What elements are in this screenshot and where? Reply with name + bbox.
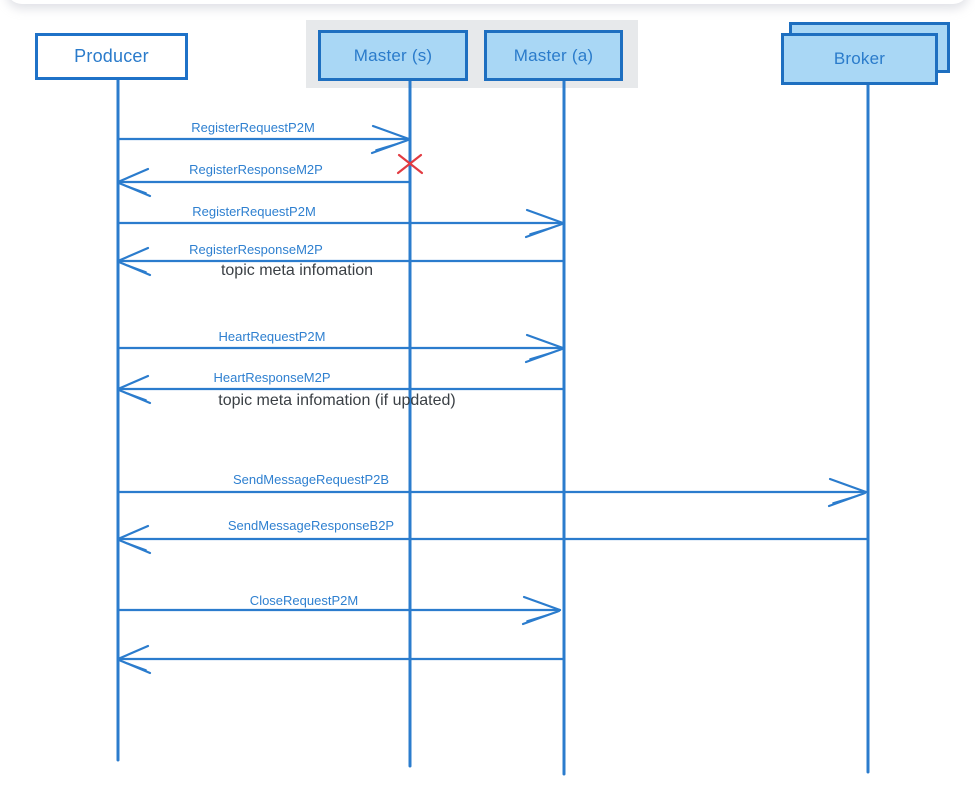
message-4-label: RegisterResponseM2P	[189, 242, 323, 257]
message-2-label: RegisterResponseM2P	[189, 162, 323, 177]
message-8-arrow	[116, 524, 870, 555]
message-3-label: RegisterRequestP2M	[192, 204, 316, 219]
message-6-note: topic meta infomation (if updated)	[218, 392, 456, 409]
message-4-arrow	[116, 246, 566, 277]
actor-box-broker: Broker	[781, 33, 938, 85]
message-7-label: SendMessageRequestP2B	[232, 472, 390, 487]
actor-label-broker: Broker	[833, 49, 886, 68]
actor-label-master-a: Master (a)	[513, 45, 594, 65]
message-4-note: topic meta infomation	[220, 262, 374, 279]
actor-label-master-s: Master (s)	[353, 45, 433, 65]
message-6-label: HeartResponseM2P	[213, 370, 331, 385]
message-9-label: CloseRequestP2M	[249, 593, 359, 608]
message-8-label: SendMessageResponseB2P	[227, 518, 395, 533]
message-2-arrow	[116, 167, 412, 198]
message-10-arrow	[116, 644, 566, 675]
message-6-arrow	[116, 374, 566, 405]
message-5-label: HeartRequestP2M	[218, 329, 326, 344]
message-3-arrow	[116, 208, 565, 239]
actor-box-producer: Producer	[35, 33, 188, 80]
actor-box-master-s: Master (s)	[318, 30, 468, 81]
actor-label-producer: Producer	[74, 46, 149, 66]
message-9-arrow	[116, 595, 562, 626]
message-1-label: RegisterRequestP2M	[191, 120, 315, 135]
top-shadow-decoration	[6, 0, 969, 4]
message-7-arrow	[116, 477, 868, 508]
actor-box-master-a: Master (a)	[484, 30, 623, 81]
failure-cross-icon	[396, 153, 424, 175]
message-5-arrow	[116, 333, 565, 364]
message-1-arrow	[116, 124, 411, 155]
